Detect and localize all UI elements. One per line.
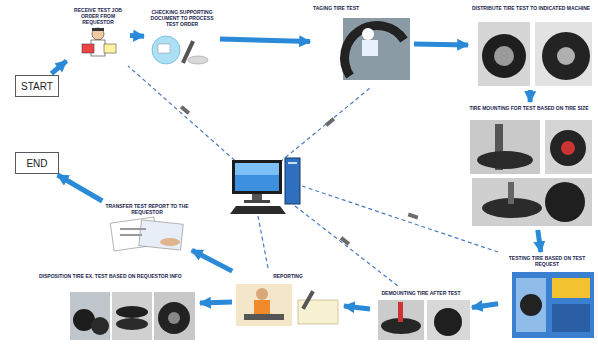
step-label: TRANSFER TEST REPORT TO THE REQUESTOR xyxy=(105,203,189,215)
terminal-box: END xyxy=(15,152,59,174)
process-step: DEMOUNTING TIRE AFTER TEST xyxy=(372,289,470,340)
flow-arrow xyxy=(472,304,498,308)
step-label: DISPOSITION TIRE EX. TEST BASED ON REQUE… xyxy=(39,273,197,279)
flow-arrow xyxy=(51,61,66,74)
process-step: TAGING TIRE TEST xyxy=(312,4,412,82)
terminal-label: END xyxy=(26,158,47,169)
process-step: RECEIVE TEST JOB ORDER FROM REQUESTOR xyxy=(68,6,128,62)
step-label: RECEIVE TEST JOB ORDER FROM REQUESTOR xyxy=(69,7,127,25)
mounting-photo xyxy=(470,120,592,226)
flow-arrow xyxy=(220,39,310,42)
process-step: REPORTING xyxy=(234,272,342,328)
flow-arrow xyxy=(58,175,103,201)
flow-arrow xyxy=(344,306,370,309)
data-link xyxy=(128,66,498,286)
tire-storage-photo xyxy=(70,292,195,340)
tagging-photo xyxy=(343,18,410,80)
process-step: TRANSFER TEST REPORT TO THE REQUESTOR xyxy=(104,202,190,252)
terminal-label: START xyxy=(21,81,53,92)
flow-arrow xyxy=(414,41,468,47)
process-step: DISPOSITION TIRE EX. TEST BASED ON REQUE… xyxy=(38,272,198,340)
step-label: TESTING TIRE BASED ON TEST REQUEST xyxy=(501,255,593,267)
process-step: TIRE MOUNTING FOR TEST BASED ON TIRE SIZ… xyxy=(466,104,592,228)
demounting-photo xyxy=(378,300,470,340)
process-step: CHECKING SUPPORTING DOCUMENT TO PROCESS … xyxy=(146,8,218,68)
clerk-figure xyxy=(82,28,116,56)
test-machine xyxy=(512,272,594,338)
report-handover xyxy=(110,217,183,251)
step-label: TIRE MOUNTING FOR TEST BASED ON TIRE SIZ… xyxy=(467,105,591,111)
step-label: DISTRIBUTE TIRE TEST TO INDICATED MACHIN… xyxy=(471,5,591,11)
flow-arrow xyxy=(538,230,541,252)
terminal-box: START xyxy=(15,75,59,97)
process-step: TESTING TIRE BASED ON TEST REQUEST xyxy=(500,254,594,340)
step-label: TAGING TIRE TEST xyxy=(313,5,411,11)
scanner-icon xyxy=(180,105,418,245)
tire-photo xyxy=(478,22,592,86)
computer-icon xyxy=(230,158,300,214)
flow-arrow xyxy=(528,90,533,102)
process-step: DISTRIBUTE TIRE TEST TO INDICATED MACHIN… xyxy=(470,4,592,88)
flow-arrow xyxy=(130,33,144,39)
flow-arrow xyxy=(200,302,232,303)
document-check-icon xyxy=(152,36,208,64)
step-label: REPORTING xyxy=(235,273,341,279)
step-label: CHECKING SUPPORTING DOCUMENT TO PROCESS … xyxy=(147,9,217,27)
reporting-figure xyxy=(236,284,338,326)
flow-arrow xyxy=(192,250,232,271)
step-label: DEMOUNTING TIRE AFTER TEST xyxy=(373,290,469,296)
